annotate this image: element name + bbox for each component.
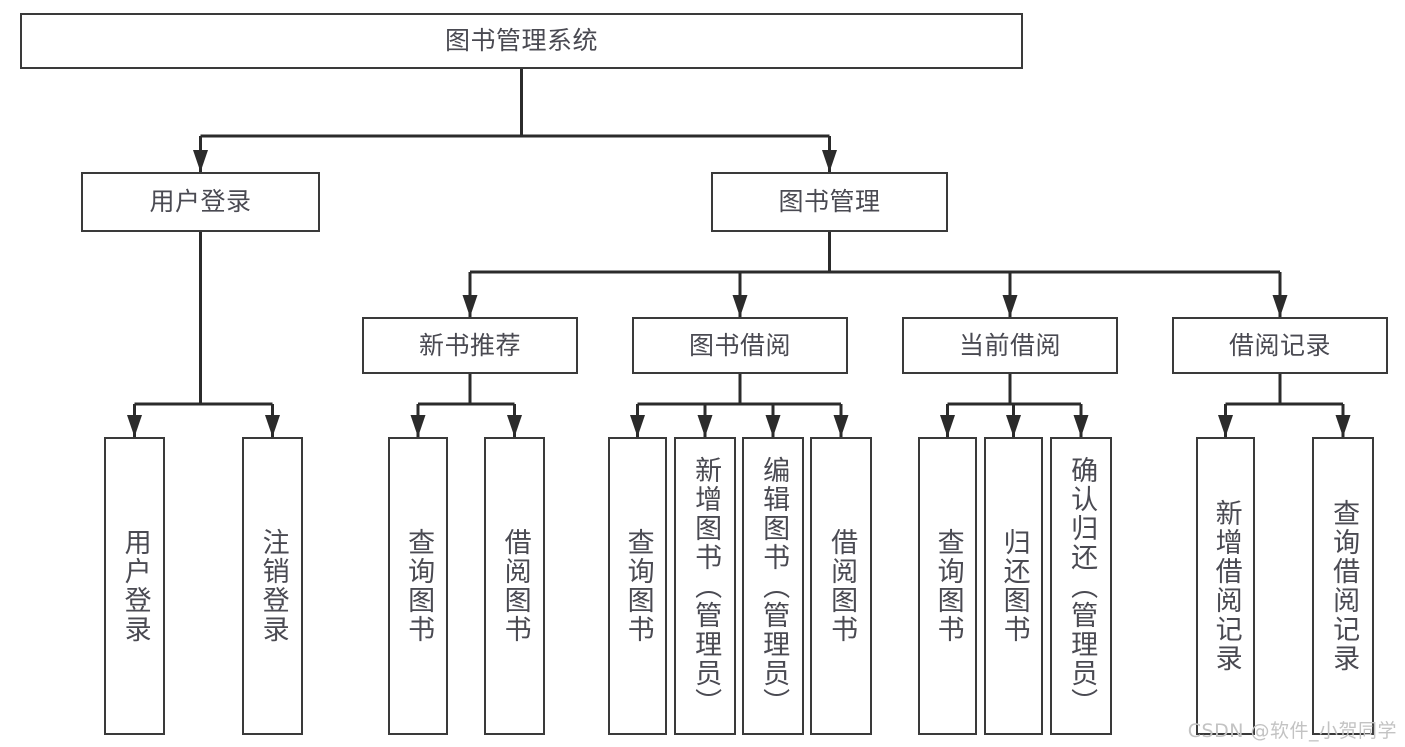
node-leaf-1[interactable]: 用户登录 xyxy=(104,437,165,735)
arrowhead-leaf-6 xyxy=(697,415,713,437)
node-leaf-5[interactable]: 查询图书 xyxy=(608,437,667,735)
node-label-leaf-8: 借阅图书 xyxy=(826,528,858,644)
node-leaf-11[interactable]: 确认归还（管理员） xyxy=(1050,437,1112,735)
node-label-newbook: 新书推荐 xyxy=(418,330,521,360)
arrowhead-leaf-9 xyxy=(940,415,955,437)
arrowhead-newbook xyxy=(462,295,478,317)
node-label-leaf-12: 新增借阅记录 xyxy=(1210,499,1242,673)
node-leaf-10[interactable]: 归还图书 xyxy=(984,437,1043,735)
node-leaf-12[interactable]: 新增借阅记录 xyxy=(1196,437,1255,735)
arrowhead-leaf-8 xyxy=(833,415,849,437)
node-label-leaf-6: 新增图书（管理员） xyxy=(690,455,722,717)
node-label-current: 当前借阅 xyxy=(958,330,1061,360)
node-newbook[interactable]: 新书推荐 xyxy=(362,317,578,374)
node-label-leaf-11: 确认归还（管理员） xyxy=(1066,455,1098,717)
node-label-leaf-1: 用户登录 xyxy=(119,528,151,644)
node-leaf-9[interactable]: 查询图书 xyxy=(918,437,977,735)
node-leaf-7[interactable]: 编辑图书（管理员） xyxy=(742,437,804,735)
node-login[interactable]: 用户登录 xyxy=(81,172,320,232)
arrowhead-leaf-3 xyxy=(410,415,426,437)
node-leaf-3[interactable]: 查询图书 xyxy=(388,437,448,735)
arrowhead-leaf-5 xyxy=(630,415,645,437)
arrowhead-login xyxy=(193,150,208,172)
arrowhead-leaf-1 xyxy=(127,415,142,437)
arrowhead-leaf-7 xyxy=(765,415,781,437)
node-leaf-4[interactable]: 借阅图书 xyxy=(484,437,545,735)
node-leaf-13[interactable]: 查询借阅记录 xyxy=(1312,437,1374,735)
node-label-root: 图书管理系统 xyxy=(444,26,598,56)
arrowhead-leaf-11 xyxy=(1073,415,1089,437)
node-label-leaf-10: 归还图书 xyxy=(998,528,1030,644)
node-label-bookmgmt: 图书管理 xyxy=(778,187,881,217)
arrowhead-current xyxy=(1002,295,1018,317)
node-leaf-6[interactable]: 新增图书（管理员） xyxy=(674,437,736,735)
node-label-borrow: 图书借阅 xyxy=(688,330,791,360)
node-label-login: 用户登录 xyxy=(149,187,252,217)
arrowhead-leaf-10 xyxy=(1006,415,1021,437)
arrowhead-bookmgmt xyxy=(822,150,837,172)
node-current[interactable]: 当前借阅 xyxy=(902,317,1118,374)
arrowhead-leaf-4 xyxy=(507,415,522,437)
node-label-leaf-2: 注销登录 xyxy=(257,528,289,644)
node-leaf-2[interactable]: 注销登录 xyxy=(242,437,303,735)
node-label-records: 借阅记录 xyxy=(1228,330,1331,360)
node-records[interactable]: 借阅记录 xyxy=(1172,317,1388,374)
arrowhead-leaf-13 xyxy=(1335,415,1351,437)
node-root[interactable]: 图书管理系统 xyxy=(20,13,1023,69)
node-label-leaf-9: 查询图书 xyxy=(932,528,964,644)
node-label-leaf-4: 借阅图书 xyxy=(499,528,531,644)
node-label-leaf-7: 编辑图书（管理员） xyxy=(758,455,790,717)
arrowhead-leaf-12 xyxy=(1218,415,1233,437)
arrowhead-records xyxy=(1272,295,1288,317)
node-label-leaf-13: 查询借阅记录 xyxy=(1328,499,1360,673)
node-borrow[interactable]: 图书借阅 xyxy=(632,317,848,374)
arrowhead-leaf-2 xyxy=(265,415,280,437)
node-label-leaf-5: 查询图书 xyxy=(622,528,654,644)
node-leaf-8[interactable]: 借阅图书 xyxy=(810,437,872,735)
node-label-leaf-3: 查询图书 xyxy=(403,528,435,644)
watermark-label: CSDN @软件_小贺同学 xyxy=(1187,720,1397,742)
node-bookmgmt[interactable]: 图书管理 xyxy=(711,172,948,232)
arrowhead-borrow xyxy=(732,295,748,317)
